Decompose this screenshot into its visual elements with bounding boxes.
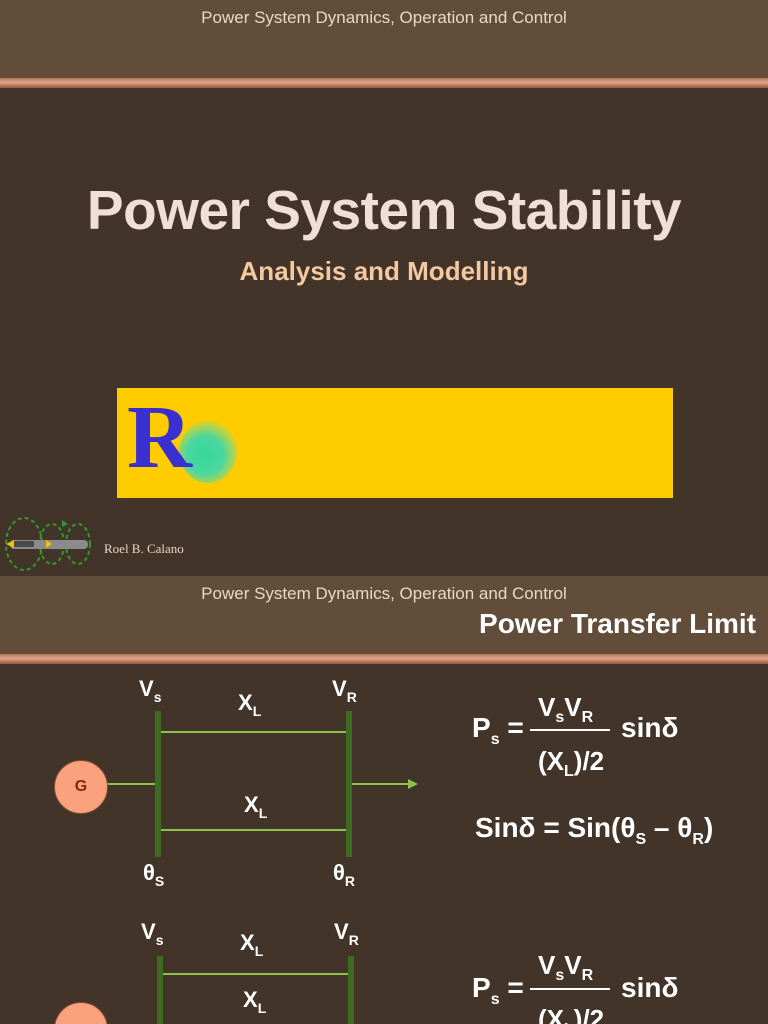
sin-delta-equation: Sinδ = Sin(θS – θR) [475, 812, 714, 848]
vr-label: VR [332, 676, 357, 705]
author-name: Roel B. Calano [104, 541, 184, 556]
power-transfer-slide: Power System Dynamics, Operation and Con… [0, 576, 768, 1024]
logo-glow-icon [179, 421, 237, 483]
xl-label-lower-2: XL [243, 987, 267, 1016]
vr-label-2: VR [334, 919, 359, 948]
fraction-bar-2 [530, 988, 610, 990]
vs-label-2: Vs [141, 919, 164, 948]
generator-rotor-icon [5, 517, 91, 571]
ps-denominator-2: (XL)/2 [538, 1004, 605, 1024]
xl-label-upper-2: XL [240, 930, 264, 959]
header-stripe [0, 78, 768, 88]
header-bar [0, 0, 768, 78]
xl-label-upper: XL [238, 690, 262, 719]
logo-banner: R [117, 388, 673, 498]
logo-letter: R [127, 388, 192, 487]
sin-delta-2: sinδ [621, 972, 679, 1003]
ps-numerator: VsVR [538, 692, 594, 726]
ps-lhs-2: Ps = [472, 972, 524, 1008]
theta-r-label: θR [333, 860, 356, 889]
header-bar [0, 576, 768, 654]
xl-label-lower: XL [244, 792, 268, 821]
ps-lhs: Ps = [472, 712, 524, 748]
slide-title: Power System Stability [86, 179, 682, 241]
circuit-diagram [105, 711, 418, 1024]
header-stripe [0, 654, 768, 664]
arrow-icon [408, 779, 418, 789]
theta-s-label: θS [143, 860, 165, 889]
fraction-bar [530, 729, 610, 731]
header-text: Power System Dynamics, Operation and Con… [201, 584, 567, 603]
vs-label: Vs [139, 676, 162, 705]
title-slide: Power System Dynamics, Operation and Con… [0, 0, 768, 571]
header-text: Power System Dynamics, Operation and Con… [201, 8, 567, 27]
slide-title: Power Transfer Limit [479, 608, 756, 639]
sin-delta: sinδ [621, 712, 679, 743]
slide-subtitle: Analysis and Modelling [239, 256, 529, 286]
ps-numerator-2: VsVR [538, 950, 594, 984]
ps-denominator: (XL)/2 [538, 746, 605, 780]
generator-icon: G [54, 760, 108, 814]
